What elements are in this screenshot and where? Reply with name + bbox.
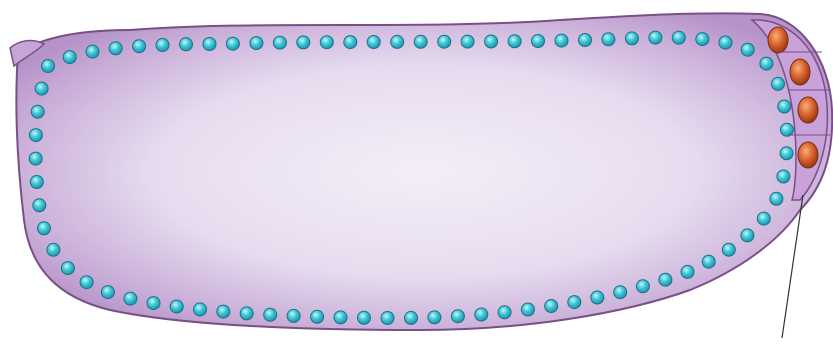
cap-cell-nucleus xyxy=(790,59,810,85)
peripheral-nucleus xyxy=(579,34,592,47)
peripheral-nucleus xyxy=(297,36,310,49)
peripheral-nucleus xyxy=(31,105,44,118)
peripheral-nucleus xyxy=(80,276,93,289)
peripheral-nucleus xyxy=(273,36,286,49)
peripheral-nucleus xyxy=(320,36,333,49)
peripheral-nucleus xyxy=(625,32,638,45)
peripheral-nucleus xyxy=(109,42,122,55)
peripheral-nucleus xyxy=(381,312,394,325)
peripheral-nucleus xyxy=(780,147,793,160)
peripheral-nucleus xyxy=(636,280,649,293)
peripheral-nucleus xyxy=(741,229,754,242)
peripheral-nucleus xyxy=(760,57,773,70)
peripheral-nucleus xyxy=(659,273,672,286)
peripheral-nucleus xyxy=(414,35,427,48)
peripheral-nucleus xyxy=(757,212,770,225)
peripheral-nucleus xyxy=(367,36,380,49)
cap-cell-nucleus xyxy=(798,97,818,123)
peripheral-nucleus xyxy=(101,286,114,299)
peripheral-nucleus xyxy=(532,35,545,48)
peripheral-nucleus xyxy=(722,243,735,256)
peripheral-nucleus xyxy=(672,31,685,44)
peripheral-nucleus xyxy=(521,303,534,316)
peripheral-nucleus xyxy=(591,291,604,304)
peripheral-nucleus xyxy=(133,40,146,53)
peripheral-nucleus xyxy=(702,255,715,268)
peripheral-nucleus xyxy=(358,311,371,324)
peripheral-nucleus xyxy=(778,100,791,113)
peripheral-nucleus xyxy=(451,310,464,323)
peripheral-nucleus xyxy=(194,303,207,316)
peripheral-nucleus xyxy=(226,37,239,50)
peripheral-nucleus xyxy=(86,45,99,58)
peripheral-nucleus xyxy=(42,60,55,73)
peripheral-nucleus xyxy=(391,35,404,48)
peripheral-nucleus xyxy=(405,311,418,324)
peripheral-nucleus xyxy=(29,129,42,142)
peripheral-nucleus xyxy=(461,35,474,48)
peripheral-nucleus xyxy=(38,222,51,235)
peripheral-nucleus xyxy=(61,262,74,275)
peripheral-nucleus xyxy=(780,123,793,136)
peripheral-nucleus xyxy=(602,33,615,46)
peripheral-nucleus xyxy=(344,36,357,49)
peripheral-nucleus xyxy=(545,300,558,313)
peripheral-nucleus xyxy=(614,286,627,299)
peripheral-nucleus xyxy=(649,31,662,44)
peripheral-nucleus xyxy=(203,38,216,51)
peripheral-nucleus xyxy=(250,37,263,50)
peripheral-nucleus xyxy=(772,77,785,90)
peripheral-nucleus xyxy=(287,309,300,322)
peripheral-nucleus xyxy=(29,152,42,165)
peripheral-nucleus xyxy=(33,199,46,212)
peripheral-nucleus xyxy=(63,51,76,64)
peripheral-nucleus xyxy=(777,170,790,183)
peripheral-nucleus xyxy=(47,243,60,256)
peripheral-nucleus xyxy=(147,297,160,310)
peripheral-nucleus xyxy=(124,292,137,305)
cap-cell-nucleus xyxy=(798,142,818,168)
peripheral-nucleus xyxy=(568,296,581,309)
peripheral-nucleus xyxy=(555,34,568,47)
peripheral-nucleus xyxy=(681,265,694,278)
peripheral-nucleus xyxy=(696,33,709,46)
peripheral-nucleus xyxy=(240,307,253,320)
peripheral-nucleus xyxy=(156,39,169,52)
peripheral-nucleus xyxy=(217,305,230,318)
cell-body xyxy=(16,13,832,330)
peripheral-nucleus xyxy=(719,36,732,49)
peripheral-nucleus xyxy=(498,306,511,319)
peripheral-nucleus xyxy=(475,308,488,321)
peripheral-nucleus xyxy=(311,310,324,323)
peripheral-nucleus xyxy=(428,311,441,324)
peripheral-nucleus xyxy=(264,308,277,321)
peripheral-nucleus xyxy=(485,35,498,48)
peripheral-nucleus xyxy=(770,192,783,205)
peripheral-nucleus xyxy=(170,300,183,313)
peripheral-nucleus xyxy=(30,176,43,189)
peripheral-nucleus xyxy=(180,38,193,51)
peripheral-nucleus xyxy=(438,35,451,48)
peripheral-nucleus xyxy=(334,311,347,324)
peripheral-nucleus xyxy=(508,35,521,48)
peripheral-nucleus xyxy=(35,82,48,95)
peripheral-nucleus xyxy=(741,43,754,56)
cap-cell-nucleus xyxy=(768,27,788,53)
